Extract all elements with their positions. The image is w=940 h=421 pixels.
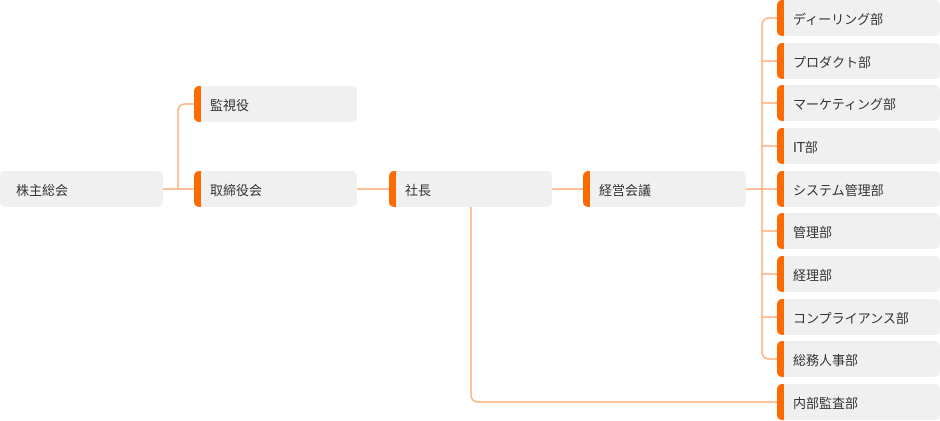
node-department[interactable]: コンプライアンス部: [777, 299, 940, 335]
node-department[interactable]: プロダクト部: [777, 43, 940, 79]
node-label: 管理部: [793, 225, 833, 241]
node-label: ディーリング部: [793, 12, 884, 28]
node-label: 経営会議: [599, 183, 652, 199]
node-president[interactable]: 社長: [389, 171, 552, 207]
node-label: IT部: [793, 140, 818, 156]
node-department[interactable]: 管理部: [777, 213, 940, 249]
node-department[interactable]: マーケティング部: [777, 85, 940, 121]
node-department[interactable]: 経理部: [777, 256, 940, 292]
node-label: プロダクト部: [793, 55, 872, 71]
node-department[interactable]: ディーリング部: [777, 0, 940, 36]
node-label: 取締役会: [210, 183, 263, 199]
node-management-meeting[interactable]: 経営会議: [583, 171, 746, 207]
node-label: 内部監査部: [793, 396, 859, 412]
node-label: マーケティング部: [793, 97, 896, 113]
node-label: 社長: [405, 183, 432, 199]
connector-internal-audit: [470, 207, 777, 403]
node-department[interactable]: 総務人事部: [777, 341, 940, 377]
node-label: 経理部: [793, 268, 833, 284]
node-label: 監視役: [210, 98, 250, 114]
connector-auditor: [177, 103, 194, 189]
node-internal-audit[interactable]: 内部監査部: [777, 384, 940, 420]
node-label: コンプライアンス部: [793, 311, 909, 327]
node-auditor[interactable]: 監視役: [194, 86, 357, 122]
node-shareholders-meeting[interactable]: 株主総会: [0, 171, 163, 207]
node-department[interactable]: IT部: [777, 128, 940, 164]
node-board[interactable]: 取締役会: [194, 171, 357, 207]
node-label: 株主総会: [16, 183, 69, 199]
connector-departments-trunk: [761, 17, 777, 360]
connector-dept-branches: [762, 60, 777, 318]
node-label: システム管理部: [793, 183, 884, 199]
node-department[interactable]: システム管理部: [777, 171, 940, 207]
node-label: 総務人事部: [793, 353, 859, 369]
